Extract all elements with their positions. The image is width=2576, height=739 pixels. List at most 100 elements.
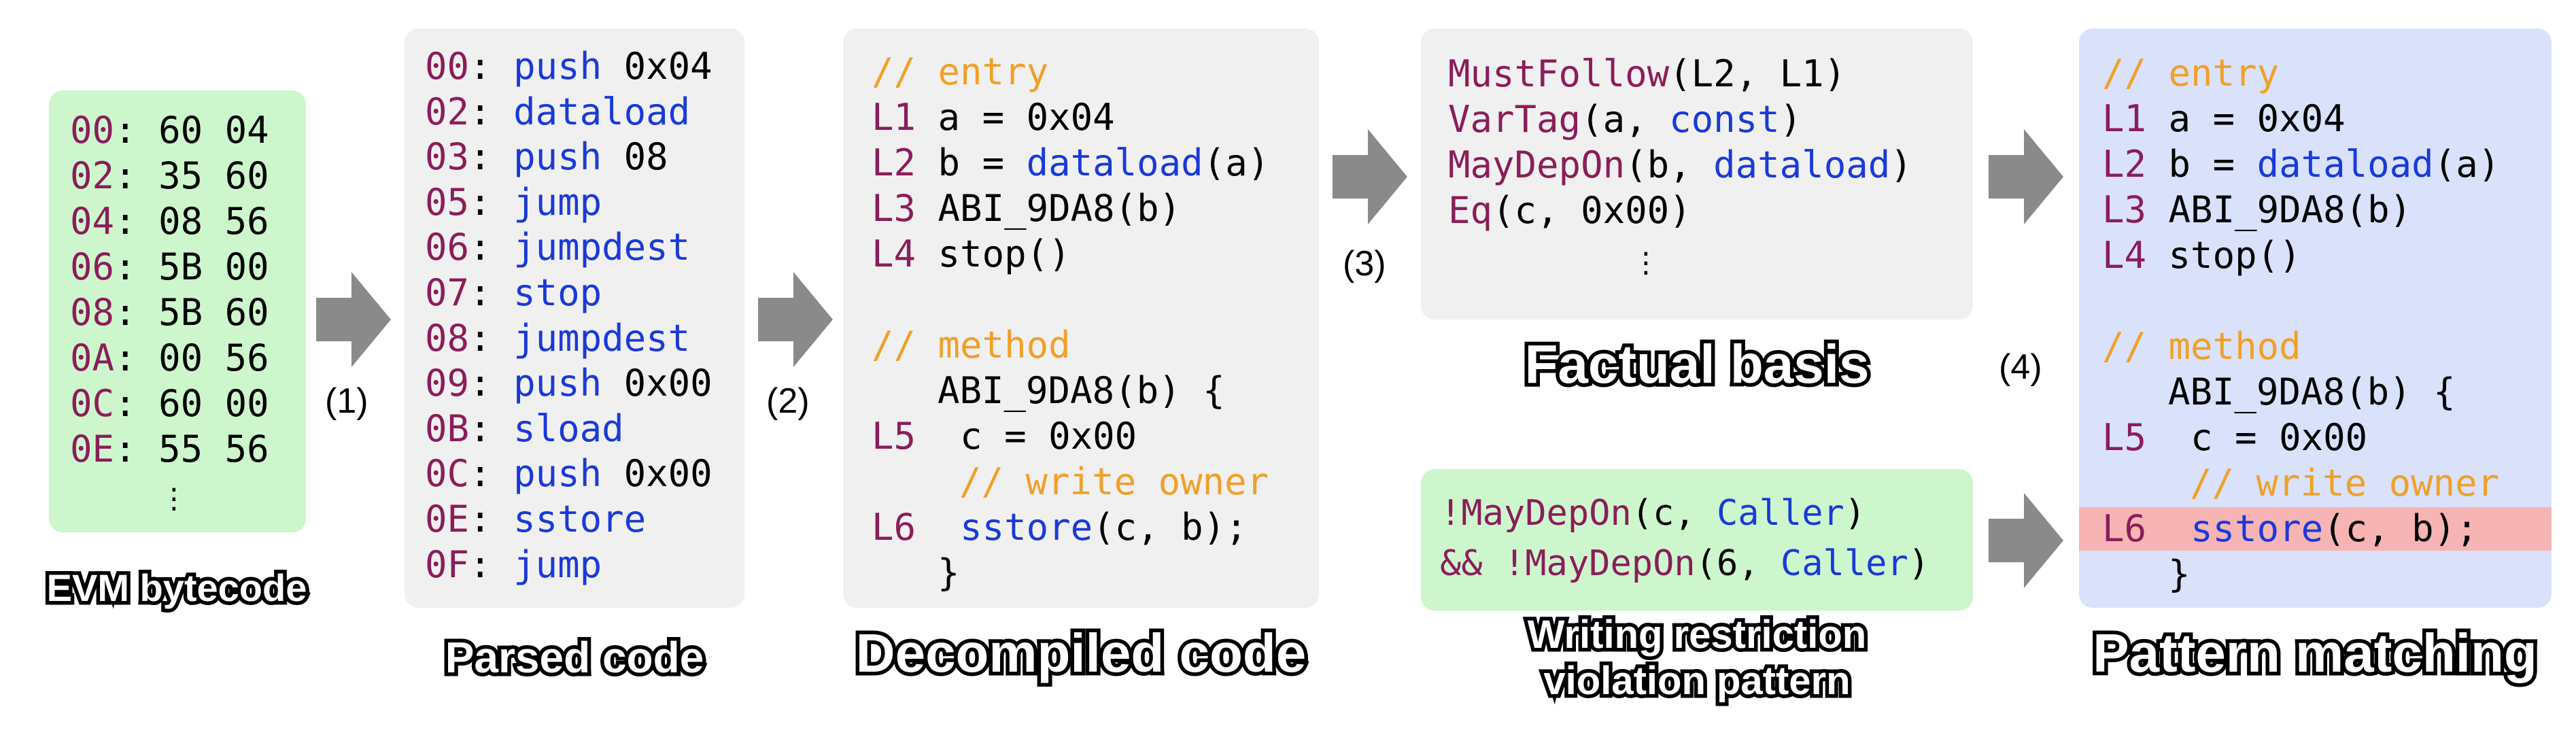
pattern-arguments: ) <box>1908 543 1930 584</box>
fact-arguments: ) <box>1890 143 1912 186</box>
fact-row: MustFollow(L2, L1) <box>1448 51 1846 97</box>
fact-predicate: VarTag <box>1448 98 1581 141</box>
bytecode-title: EVM bytecode <box>43 563 311 613</box>
line-label: L5 <box>872 415 916 458</box>
line-code: b = <box>938 141 1027 184</box>
parsed-opcode: jumpdest <box>513 316 691 360</box>
line-code: c = 0x00 <box>960 415 1137 458</box>
fact-arguments: ) <box>1779 98 1802 141</box>
parsed-opcode: sload <box>513 407 624 450</box>
fact-arguments: (L2, L1) <box>1669 52 1847 95</box>
pattern-title-line-2: violation pattern <box>1540 655 1854 707</box>
pattern-arguments: (c, <box>1631 493 1717 534</box>
fact-keyword: dataload <box>1713 143 1891 186</box>
parsed-row: 00: push 0x04 <box>425 45 712 88</box>
bytecode-bytes: 5B 00 <box>158 245 269 288</box>
line-code: ABI_9DA8(b) <box>2168 188 2412 231</box>
bytecode-row: 08: 5B 60 <box>70 291 269 334</box>
parsed-opcode: sstore <box>513 498 647 540</box>
line-label: L1 <box>872 96 916 139</box>
parsed-row: 03: push 08 <box>425 135 668 179</box>
write-owner-comment: // write owner <box>2190 462 2500 504</box>
parsed-argument: 0x04 <box>623 45 712 88</box>
line-code: (c, b); <box>1093 506 1248 549</box>
bytecode-bytes: 5B 60 <box>158 291 269 334</box>
arrow-right-icon <box>1333 129 1407 224</box>
bytecode-row: 04: 08 56 <box>70 200 269 243</box>
line-label: L1 <box>2102 97 2147 140</box>
matching-line-2: L2 b = dataload(a) <box>2102 141 2500 187</box>
decompiled-panel <box>843 29 1319 608</box>
pattern-arguments: ) <box>1844 493 1866 534</box>
line-label: L3 <box>872 187 916 230</box>
bytecode-row: 02: 35 60 <box>70 154 269 197</box>
fact-predicate: MayDepOn <box>1448 143 1626 186</box>
method-comment: // method <box>872 324 1071 366</box>
parsed-address: 07 <box>425 271 470 314</box>
fact-arguments: (c, 0x00) <box>1492 189 1691 232</box>
decompiled-line-5: L5 c = 0x00 <box>872 413 1137 459</box>
line-code: (a) <box>1203 141 1270 184</box>
parsed-row: 0E: sstore <box>425 498 647 540</box>
bytecode-address: 04 <box>70 200 115 243</box>
bytecode-row: 06: 5B 00 <box>70 245 269 288</box>
closing-brace: } <box>2168 553 2191 596</box>
bytecode-address: 02 <box>70 154 115 197</box>
step-label-3: (3) <box>1343 244 1386 283</box>
parsed-opcode: push <box>513 45 602 88</box>
function-name: sstore <box>2191 507 2324 550</box>
fact-predicate: MustFollow <box>1448 52 1670 95</box>
line-label: L2 <box>2102 143 2147 186</box>
pattern-arguments: (6, <box>1695 543 1781 584</box>
line-label: L6 <box>2102 507 2147 550</box>
method-signature: ABI_9DA8(b) { <box>938 369 1225 412</box>
parsed-argument: 0x00 <box>623 362 712 405</box>
fact-predicate: Eq <box>1448 189 1493 232</box>
bytecode-row: 0C: 60 00 <box>70 382 269 425</box>
fact-row: MayDepOn(b, dataload) <box>1448 142 1912 188</box>
bytecode-row: 0A: 00 56 <box>70 337 269 379</box>
parsed-opcode: push <box>513 362 602 405</box>
arrow-right-icon <box>1989 129 2063 224</box>
step-label-1: (1) <box>325 381 368 421</box>
step-label-4: (4) <box>1999 347 2042 387</box>
matching-line-6: L6 sstore(c, b); <box>2102 506 2478 551</box>
line-label: L4 <box>872 233 916 275</box>
parsed-address: 05 <box>425 180 470 224</box>
parsed-row: 0B: sload <box>425 407 624 450</box>
line-label: L4 <box>2102 234 2147 277</box>
violation-highlight <box>2079 507 2552 551</box>
parsed-row: 06: jumpdest <box>425 226 691 269</box>
parsed-row: 0F: jump <box>425 543 602 586</box>
function-name: dataload <box>2256 143 2434 186</box>
facts-title: Factual basis <box>1521 330 1873 398</box>
pattern-title-line-1: Writing restriction <box>1524 609 1870 661</box>
parsed-address: 08 <box>425 316 470 360</box>
bytecode-row: 0E: 55 56 <box>70 428 269 470</box>
line-label: L6 <box>872 506 916 549</box>
parsed-address: 0C <box>425 452 470 496</box>
decompiled-title: Decompiled code <box>852 619 1309 687</box>
decompiled-line-2: L2 b = dataload(a) <box>872 140 1269 186</box>
parsed-address: 02 <box>425 90 470 133</box>
parsed-row: 09: push 0x00 <box>425 362 712 405</box>
parsed-opcode: dataload <box>513 90 691 133</box>
parsed-row: 05: jump <box>425 180 602 224</box>
line-code: a = 0x04 <box>938 96 1115 139</box>
bytecode-listing: 00: 60 04 02: 35 60 04: 08 56 06: 5B 00 … <box>70 107 301 529</box>
parsed-row: 07: stop <box>425 271 602 314</box>
fact-row: VarTag(a, const) <box>1448 97 1802 142</box>
parsed-listing: 00: push 0x04 02: dataload 03: push 08 0… <box>425 44 738 602</box>
method-signature: ABI_9DA8(b) { <box>2168 371 2456 413</box>
parsed-address: 0B <box>425 407 470 450</box>
fact-arguments: (a, <box>1581 98 1670 141</box>
bytecode-bytes: 60 04 <box>158 109 269 152</box>
step-label-2: (2) <box>766 381 810 421</box>
parsed-opcode: jump <box>513 180 602 224</box>
matching-line-5: L5 c = 0x00 <box>2102 415 2367 460</box>
pattern-operator: && <box>1440 543 1504 584</box>
bytecode-bytes: 08 56 <box>158 200 269 243</box>
bytecode-address: 0A <box>70 337 115 379</box>
line-code: stop() <box>938 233 1071 275</box>
bytecode-address: 0E <box>70 428 115 470</box>
